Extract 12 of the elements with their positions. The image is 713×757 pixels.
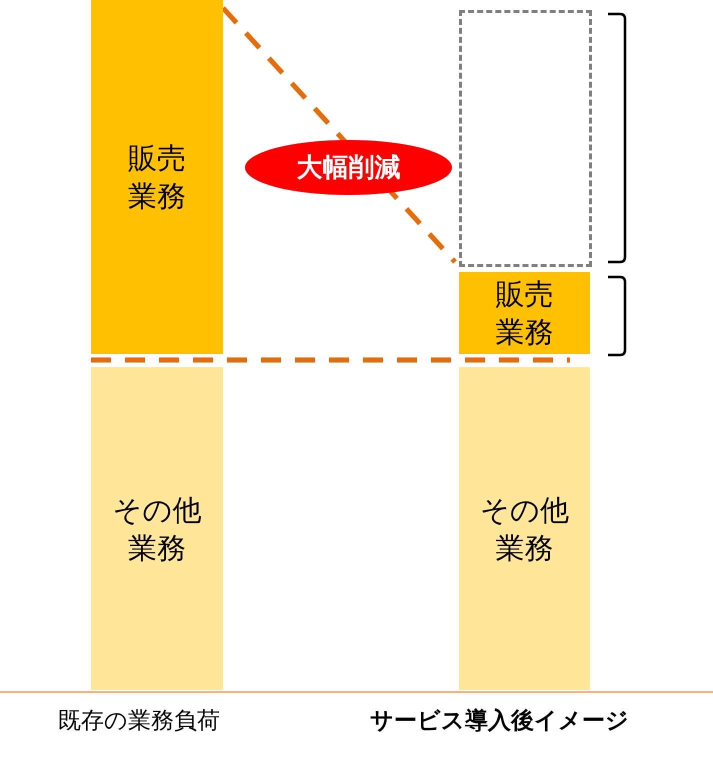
axis-label: 既存の業務負荷 <box>58 707 220 736</box>
axis-label: サービス導入後イメージ <box>370 707 629 736</box>
bar-label: 販売業務 <box>127 140 187 215</box>
edge-label: 大幅削減 <box>245 140 452 195</box>
bar <box>459 272 590 354</box>
bar-label: その他業務 <box>479 492 570 566</box>
bar-label: 販売業務 <box>494 276 554 351</box>
dashed-box <box>459 10 592 267</box>
bar-label: その他業務 <box>112 492 202 566</box>
bar <box>91 367 223 690</box>
bar <box>91 0 223 354</box>
bar <box>459 367 590 690</box>
